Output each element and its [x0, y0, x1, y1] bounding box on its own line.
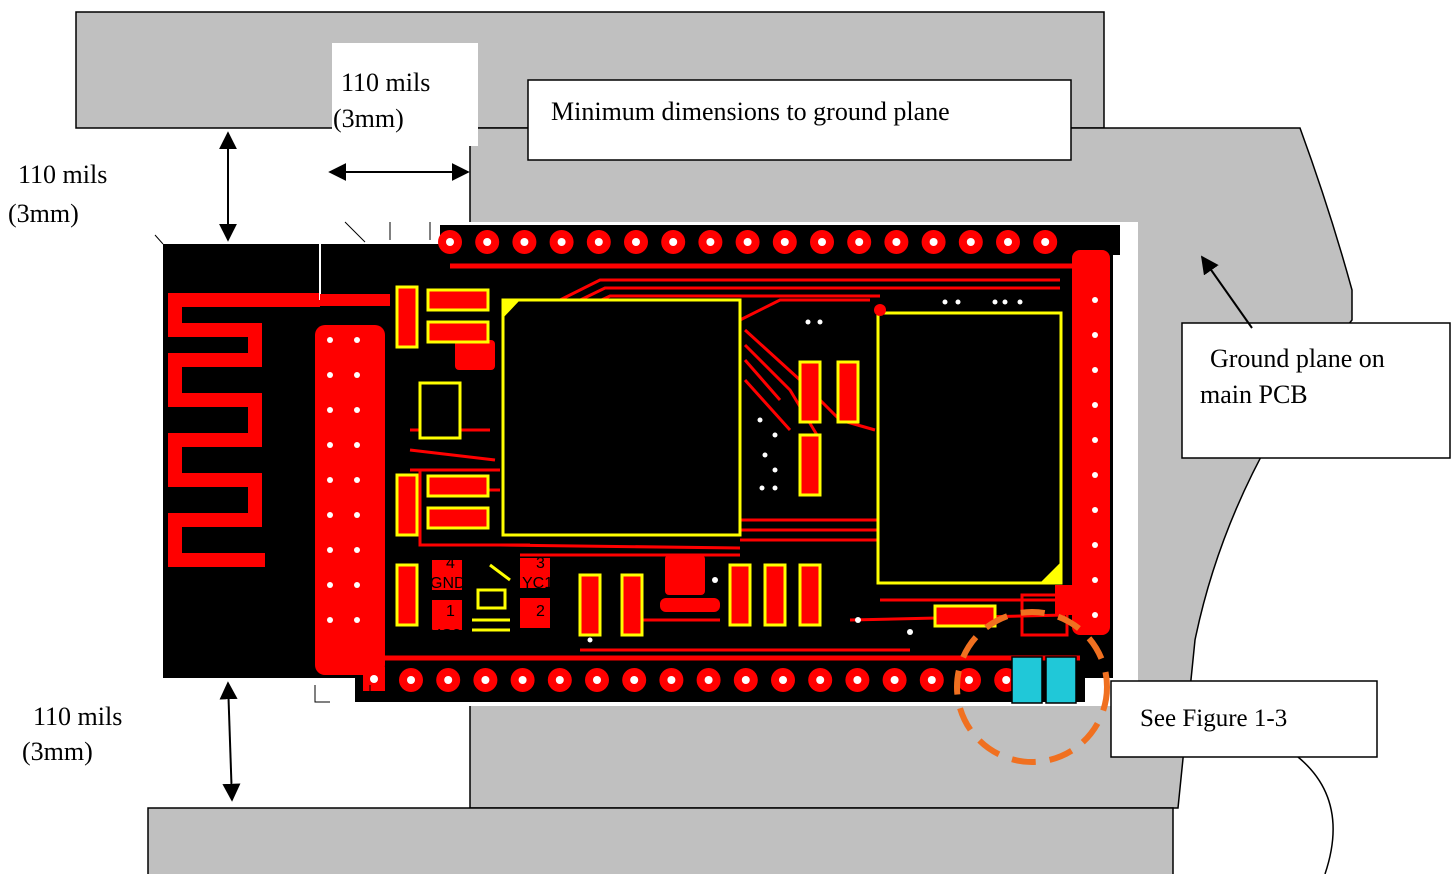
- pin-hole: [816, 676, 825, 684]
- bottom-clearance-line1: 110 mils: [33, 702, 122, 731]
- bottom-clearance-line2: (3mm): [22, 737, 93, 766]
- min-dimensions-box: [527, 79, 1072, 161]
- right-copper-strip: [1072, 250, 1110, 635]
- ground-plane-label-box: [1181, 322, 1451, 459]
- see-figure-leader: [1297, 756, 1334, 874]
- ground-plane-line1: Ground plane on: [1210, 344, 1385, 373]
- left-strip-corner-pad: [315, 627, 341, 653]
- top-clearance-line2: (3mm): [333, 104, 404, 133]
- left-clearance-line2: (3mm): [8, 199, 79, 228]
- top-pin-row: [438, 230, 1058, 254]
- right-strip-corner-pad: [1074, 254, 1102, 282]
- pin-hole: [818, 238, 826, 246]
- top-clearance-line1: 110 mils: [341, 68, 430, 97]
- pin-hole: [966, 238, 975, 246]
- pin-hole: [520, 238, 529, 246]
- pin-hole: [1002, 676, 1011, 684]
- highlight-circle: [954, 609, 1110, 765]
- pin-hole: [594, 238, 603, 246]
- pin-hole: [706, 238, 715, 246]
- pin-hole: [555, 676, 564, 684]
- silk-gnd-a: GND: [430, 575, 466, 592]
- pin-hole: [890, 676, 899, 684]
- silk-pin3: 3: [536, 555, 545, 572]
- ground-plane-bottom: [147, 807, 1174, 874]
- silk-net-a: YC11: [522, 575, 561, 592]
- pin-hole: [929, 238, 938, 246]
- silk-pin1: 1: [446, 603, 455, 620]
- ground-plane-line2: main PCB: [1200, 380, 1308, 409]
- see-figure-label: See Figure 1-3: [1140, 705, 1287, 732]
- left-strip-vias: [327, 337, 360, 623]
- keepout-corner-marks: [154, 221, 431, 703]
- pin-hole: [483, 238, 492, 246]
- pin-hole: [407, 676, 415, 684]
- pin-hole: [444, 676, 453, 684]
- silk-pin4: 4: [446, 555, 455, 572]
- min-dimensions-label: Minimum dimensions to ground plane: [551, 97, 950, 126]
- board-vias: [587, 299, 1023, 643]
- pin-hole: [965, 676, 973, 684]
- pin-hole: [743, 238, 752, 246]
- pin-hole: [667, 676, 676, 684]
- left-copper-strip: [315, 325, 385, 675]
- test-pad-1: [1011, 656, 1043, 704]
- pin-hole: [779, 676, 787, 684]
- pin-hole: [1041, 238, 1050, 246]
- silk-gnd-b: GND: [520, 627, 556, 644]
- pin-hole: [927, 676, 936, 684]
- left-clearance-line1: 110 mils: [18, 160, 107, 189]
- pin-hole: [704, 676, 713, 684]
- antenna-trace: [168, 293, 320, 567]
- pin-hole: [855, 238, 864, 246]
- bottom-pin-row: [399, 668, 1019, 692]
- pin-hole: [593, 676, 601, 684]
- pin-hole: [446, 238, 454, 246]
- pin-hole: [632, 238, 640, 246]
- silk-pin2: 2: [536, 603, 545, 620]
- pin-hole: [780, 238, 789, 246]
- pin-hole: [518, 676, 527, 684]
- top-clearance-label-box: [332, 43, 478, 146]
- silk-net-b: YC3: [430, 627, 461, 644]
- pin-hole: [669, 238, 678, 246]
- passive-components: [395, 285, 997, 637]
- ground-plane-pointer-arrow: [1200, 255, 1253, 329]
- test-pad-2: [1045, 656, 1077, 704]
- see-figure-box: [1110, 680, 1378, 758]
- flash-chip: [876, 311, 1063, 585]
- pin-hole: [557, 238, 566, 246]
- pin-hole: [892, 238, 901, 246]
- pin-hole: [1004, 238, 1012, 246]
- right-strip-vias: [1092, 297, 1098, 618]
- pin-hole: [481, 676, 490, 684]
- crystal-footprint: [432, 558, 550, 632]
- trace-pads: [455, 340, 1077, 615]
- pin-hole: [741, 676, 750, 684]
- bottom-dimension-arrow: [219, 681, 241, 802]
- pin-hole: [630, 676, 639, 684]
- bluetooth-chip: [501, 298, 742, 537]
- pin-hole: [853, 676, 862, 684]
